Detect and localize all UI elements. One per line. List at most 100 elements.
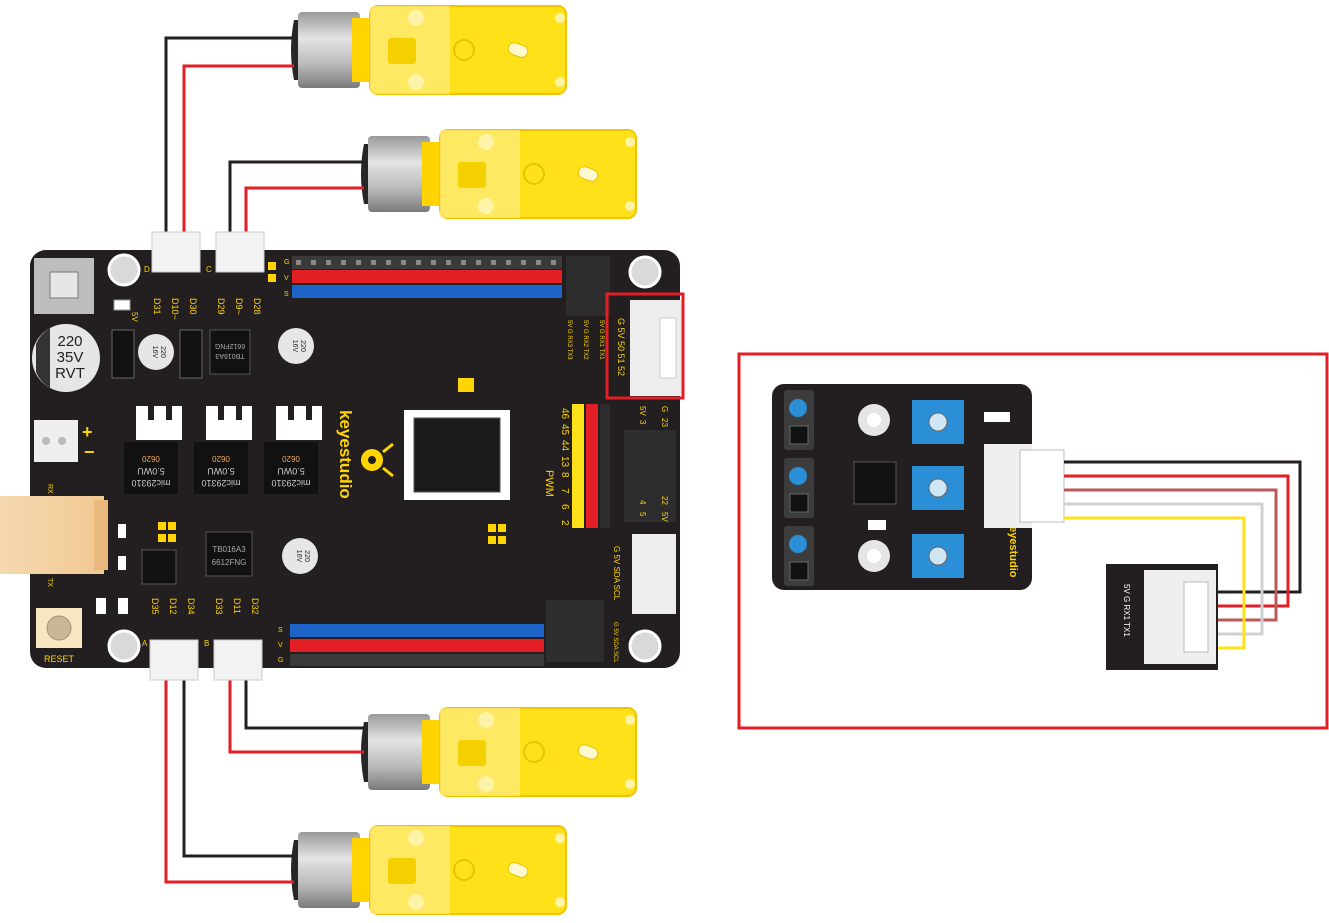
- svg-text:mic29310: mic29310: [201, 478, 240, 488]
- svg-text:5V: 5V: [638, 406, 647, 416]
- controller-board: 220 35V RVT 220 16V 220 16V 220 16V TB01…: [30, 231, 685, 681]
- power-terminal: + −: [34, 420, 95, 462]
- svg-text:−: −: [84, 442, 95, 462]
- svg-text:0620: 0620: [282, 454, 300, 463]
- motor-a: [290, 825, 567, 915]
- svg-text:C: C: [206, 265, 212, 274]
- svg-text:TB016A3: TB016A3: [212, 545, 246, 554]
- svg-text:23: 23: [660, 418, 669, 427]
- svg-text:5V G RX1 TX1: 5V G RX1 TX1: [1122, 584, 1131, 637]
- svg-text:5V G RX1 TX1: 5V G RX1 TX1: [598, 320, 604, 360]
- svg-text:+: +: [82, 422, 93, 442]
- voltage-regulator: mic29310 5.0WU 0620: [264, 406, 322, 494]
- svg-text:D12: D12: [168, 598, 178, 615]
- board-brand: keyestudio: [336, 410, 355, 499]
- svg-text:G 5V 50 51 52: G 5V 50 51 52: [616, 318, 626, 376]
- svg-text:2: 2: [559, 520, 570, 526]
- svg-text:G 5V SDA SCL: G 5V SDA SCL: [612, 622, 618, 663]
- svg-text:7: 7: [559, 488, 570, 494]
- svg-text:S: S: [284, 291, 289, 298]
- serial-adapter: 5V G RX1 TX1: [1106, 564, 1218, 670]
- svg-text:16V: 16V: [295, 550, 302, 563]
- svg-text:6612FNG: 6612FNG: [212, 558, 247, 567]
- potentiometer-icon: [912, 400, 964, 444]
- svg-text:35V: 35V: [57, 349, 84, 366]
- motor-c: [360, 129, 637, 219]
- svg-text:mic29310: mic29310: [271, 478, 310, 488]
- serial-connector: G 5V 50 51 52: [616, 300, 682, 396]
- svg-text:16V: 16V: [151, 346, 158, 359]
- pwm-header: PWM 46 45 44 13 8 7 6 2: [543, 404, 610, 528]
- svg-text:keyestudio: keyestudio: [1007, 520, 1019, 578]
- svg-text:5.0WU: 5.0WU: [277, 466, 305, 476]
- mount-hole-icon: [628, 255, 662, 289]
- svg-text:5V G RX3 TX3: 5V G RX3 TX3: [566, 320, 572, 360]
- mount-hole-icon: [107, 629, 141, 663]
- right-header: G 23 5V 3 22 5V 4 5: [624, 406, 676, 522]
- line-tracking-sensor: keyestudio: [772, 384, 1065, 590]
- svg-text:6612FNG: 6612FNG: [215, 342, 245, 349]
- svg-text:44: 44: [559, 440, 570, 452]
- inset-frame: [737, 352, 1329, 730]
- svg-text:RVT: RVT: [55, 365, 85, 382]
- svg-text:D11: D11: [232, 598, 242, 614]
- i2c-connector: G 5V SDA SCL G 5V SDA SCL: [612, 534, 676, 663]
- small-capacitor: 220 16V: [138, 334, 174, 370]
- svg-text:220: 220: [57, 333, 82, 350]
- svg-text:16V: 16V: [291, 340, 298, 353]
- svg-text:D28: D28: [252, 298, 262, 315]
- svg-text:5.0WU: 5.0WU: [137, 466, 165, 476]
- svg-text:mic29310: mic29310: [131, 478, 170, 488]
- motor-b: [360, 707, 637, 797]
- mcu-chip: [404, 378, 510, 500]
- svg-text:D: D: [144, 265, 150, 274]
- svg-text:220: 220: [303, 550, 310, 562]
- svg-text:G 5V SDA SCL: G 5V SDA SCL: [612, 546, 621, 601]
- mount-hole-icon: [628, 629, 662, 663]
- svg-text:G: G: [660, 406, 669, 412]
- svg-text:13: 13: [559, 456, 570, 468]
- small-capacitor: 220 16V: [278, 328, 314, 364]
- svg-text:0620: 0620: [212, 454, 230, 463]
- motor-port-c: C D29 D9~ D28: [206, 231, 265, 315]
- svg-text:D35: D35: [150, 598, 160, 615]
- svg-text:G: G: [278, 657, 283, 664]
- svg-text:8: 8: [559, 472, 570, 478]
- svg-text:D32: D32: [250, 598, 260, 615]
- svg-text:D29: D29: [216, 298, 226, 315]
- usb-connector: [0, 496, 108, 574]
- motor-port-d: D D31 D10~ D30: [144, 231, 201, 320]
- motor-driver-chip: TB016A3 6612FNG: [209, 329, 251, 375]
- reset-button[interactable]: RESET: [36, 608, 82, 664]
- svg-text:RESET: RESET: [44, 654, 75, 664]
- svg-text:B: B: [204, 639, 209, 648]
- brand-gear-icon: [361, 442, 394, 478]
- voltage-regulator: mic29310 5.0WU 0620: [194, 406, 252, 494]
- svg-text:5: 5: [638, 512, 647, 517]
- svg-text:D9~: D9~: [234, 298, 244, 315]
- potentiometer-icon: [912, 466, 964, 510]
- svg-text:5V G RX2 TX2: 5V G RX2 TX2: [582, 320, 588, 360]
- svg-text:5.0WU: 5.0WU: [207, 466, 235, 476]
- svg-text:PWM: PWM: [543, 470, 555, 497]
- svg-text:V: V: [278, 642, 283, 649]
- svg-text:5V: 5V: [660, 512, 669, 522]
- small-capacitor: 220 16V: [282, 538, 318, 574]
- svg-text:4: 4: [638, 500, 647, 505]
- svg-text:46: 46: [559, 408, 570, 420]
- svg-text:0620: 0620: [142, 454, 160, 463]
- svg-text:S: S: [278, 627, 283, 634]
- svg-text:220: 220: [299, 340, 306, 352]
- svg-text:A: A: [142, 639, 148, 648]
- svg-text:V: V: [284, 275, 289, 282]
- svg-text:G: G: [284, 259, 289, 266]
- svg-text:D10~: D10~: [170, 298, 180, 320]
- svg-text:D34: D34: [186, 598, 196, 615]
- svg-text:3: 3: [638, 420, 647, 425]
- motor-wires: [164, 36, 364, 884]
- svg-text:5V: 5V: [130, 312, 139, 322]
- svg-text:RX: RX: [46, 484, 53, 494]
- motor-port-b: B D33 D11 D32: [204, 598, 263, 681]
- svg-text:D33: D33: [214, 598, 224, 615]
